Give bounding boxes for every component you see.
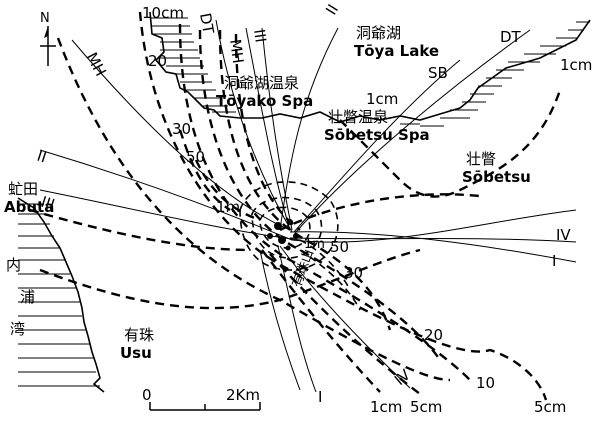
contour-label-20-top: 20: [148, 52, 167, 70]
contour-label-1m: 1m: [216, 198, 240, 216]
contour-1cm-west: [56, 37, 451, 382]
isopach-contours: [29, 11, 562, 401]
label-II-upper: II: [322, 1, 342, 18]
abuta-jp: 虻田: [8, 180, 38, 198]
bay-char-3: 湾: [10, 320, 25, 338]
label-III-upper: III: [250, 28, 270, 44]
contour-20: [198, 29, 441, 361]
lake-label-jp: 洞爺湖: [356, 24, 401, 42]
abuta-en: Abuta: [4, 198, 54, 216]
label-MH-left: MH: [82, 49, 109, 79]
contour-label-1cm-mid: 1cm: [366, 90, 398, 108]
contour-1cm-sobetsu: [339, 89, 562, 198]
toyako-spa-en: Tōyako Spa: [216, 92, 313, 110]
contour-label-1cm-low: 1cm: [370, 398, 402, 416]
sobetsu-spa-en: Sōbetsu Spa: [324, 126, 430, 144]
contour-5cm-south: [269, 253, 421, 395]
north-label: N: [40, 11, 50, 26]
label-III-left: III: [39, 193, 57, 214]
crater-marks: [267, 219, 299, 251]
scale-bar: 0 2Km: [142, 386, 261, 411]
label-I-bottom: I: [318, 388, 322, 406]
label-I-right: I: [552, 252, 556, 270]
sobetsu-jp: 壮瞥: [466, 150, 496, 168]
contour-30-left: [178, 129, 231, 211]
toya-lake-west-shore: [149, 11, 591, 127]
contour-label-10-low: 10: [476, 374, 495, 392]
north-arrow: N: [40, 11, 56, 66]
sobetsu-spa-jp: 壮瞥温泉: [328, 108, 388, 126]
contour-50-inner: [299, 239, 351, 291]
contour-50: [234, 33, 301, 231]
sobetsu-en: Sōbetsu: [462, 168, 531, 186]
contour-10: [178, 23, 471, 381]
usu-jp: 有珠: [124, 326, 154, 344]
label-MH-upper: MH: [226, 38, 247, 65]
contour-inner-ring-1: [251, 196, 323, 259]
bay-char-2: 浦: [20, 288, 35, 306]
contour-label-50: 50: [186, 148, 205, 166]
contour-30-inner: [299, 249, 361, 311]
bay-char-1: 内: [6, 256, 21, 274]
contour-label-1m-center: 1m: [304, 237, 325, 252]
toyako-spa-jp: 洞爺湖温泉: [224, 74, 299, 92]
contour-lower-sw: [39, 248, 421, 310]
lake-label-en: Tōya Lake: [354, 42, 439, 60]
contour-1m-ring: [239, 181, 339, 271]
scale-zero-label: 0: [142, 386, 152, 404]
contour-label-10cm-top: 10cm: [142, 4, 184, 22]
contour-label-20-low: 20: [424, 326, 443, 344]
axis-lines: [39, 19, 577, 393]
uchiura-bay-coast: [17, 197, 105, 393]
scale-end-label: 2Km: [226, 386, 260, 404]
contour-label-5cm-right: 5cm: [534, 398, 566, 416]
label-DT-upper: DT: [196, 12, 217, 36]
contour-50-left: [194, 159, 261, 222]
contour-label-30-center: 30: [344, 264, 363, 282]
contour-inner-ring-2: [259, 206, 311, 249]
usu-en: Usu: [120, 344, 152, 362]
contour-label-50-center: 50: [330, 238, 349, 256]
label-SB: SB: [428, 64, 448, 82]
contour-5cm-east: [138, 11, 548, 401]
contour-1cm-east: [279, 193, 481, 232]
contour-label-30: 30: [172, 120, 191, 138]
label-DT-right: DT: [500, 28, 522, 46]
contour-label-5cm-low: 5cm: [410, 398, 442, 416]
label-II-left: II: [35, 147, 49, 167]
contour-label-1cm-right: 1cm: [560, 56, 592, 74]
contour-mid-sw: [29, 208, 251, 252]
label-IV-right: IV: [556, 226, 571, 244]
